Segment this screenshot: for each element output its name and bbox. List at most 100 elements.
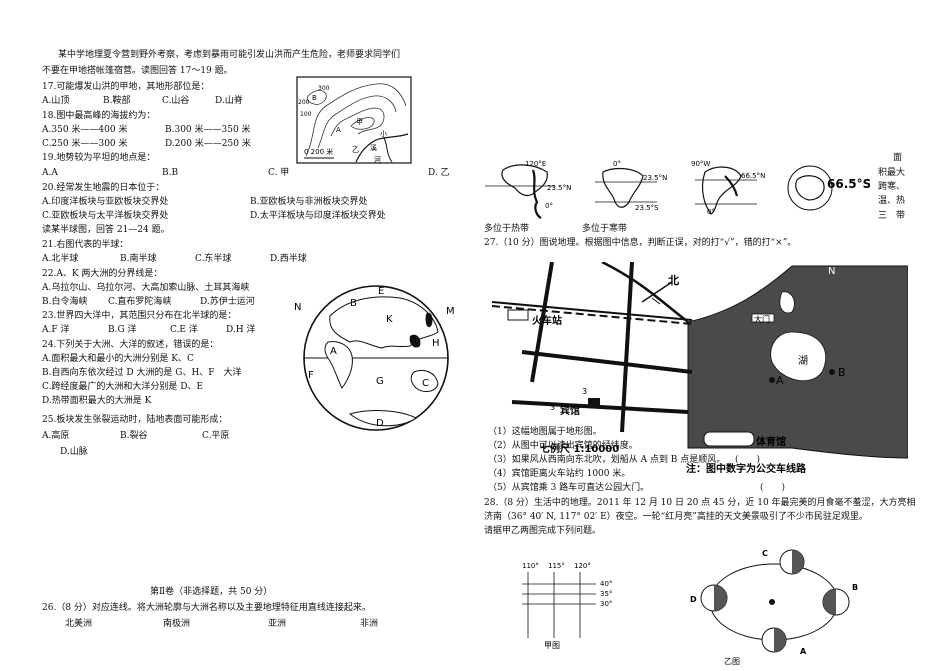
orbit-label-d: D — [690, 595, 697, 604]
q28-line-3: 请据甲乙两图完成下列问题。 — [484, 526, 602, 536]
globe-d — [700, 584, 728, 612]
q22-option-b: B.白令海峡 — [42, 297, 88, 307]
lbl-23-5s: 23.5°S — [635, 204, 659, 212]
grid-lat-40: 40° — [600, 580, 612, 588]
globe-b — [822, 588, 850, 616]
q27-item-2: （2）从图中可以读出宾馆的经纬度。 — [488, 441, 638, 451]
orbit-label-c: C — [762, 549, 768, 558]
q23-option-d: D.H 洋 — [226, 325, 256, 335]
q20-option-a: A.印度洋板块与亚欧板块交界处 — [42, 197, 169, 207]
lbl-90w: 90°W — [691, 160, 710, 168]
q22-option-c: C.直布罗陀海峡 — [108, 297, 172, 307]
contour-map: 300 200 100 甲 乙 B A 小 溪 河 0 200 米 — [296, 76, 412, 164]
q22: 22.A、K 两大洲的分界线是： — [42, 269, 163, 279]
lbl-0-a: 0° — [545, 202, 553, 210]
orbit-diagram: C B D A 乙图 — [690, 549, 858, 666]
q26: 26.（8 分）对应连线。将大洲轮廓与大洲名称以及主要地理特征用直线连接起来。 — [42, 603, 371, 613]
q26-name-asia: 亚洲 — [268, 619, 287, 629]
q21-option-d: D.西半球 — [270, 254, 307, 264]
lbl-23-5n-a: 23.5°N — [547, 184, 571, 192]
map-point-b: B — [838, 366, 846, 379]
contour-label: 300 200 100 甲 乙 B A 小 溪 河 — [298, 85, 387, 164]
q23-option-c: C.E 洋 — [170, 325, 198, 335]
q24-option-d: D.热带面积最大的大洲是 K — [42, 396, 152, 406]
map-point-a: A — [776, 374, 784, 387]
q25-option-a: A.高原 — [42, 431, 70, 441]
scale-label: 0 200 米 — [304, 147, 333, 156]
q18-option-c: C.250 米——300 米 — [42, 139, 128, 149]
point-a: A — [336, 126, 341, 134]
hemi-label-k: K — [386, 314, 393, 325]
river-label-2: 溪 — [370, 143, 377, 152]
hemi-label-f: F — [308, 370, 314, 381]
river-label-1: 小 — [380, 129, 387, 138]
contour-label-300: 300 — [318, 85, 330, 92]
hemi-label-d: D — [376, 418, 384, 429]
grid-lon-120: 120° — [574, 562, 591, 570]
q27-item-5-paren: ( ) — [760, 483, 786, 493]
grid-lon-115: 115° — [548, 562, 565, 570]
hemi-label-n: N — [294, 302, 301, 313]
map-hotel: 宾馆 — [560, 404, 580, 417]
lbl-120e: 120°E — [525, 160, 546, 168]
lbl-23-5n-b: 23.5°N — [643, 174, 667, 182]
river-label-3: 河 — [374, 156, 381, 164]
part-two-heading: 第Ⅱ卷（非选择题，共 50 分） — [150, 587, 273, 597]
q26-name-africa: 非洲 — [360, 619, 379, 629]
q28-line-1: 28.（8 分）生活中的地理。2011 年 12 月 10 日 20 点 45 … — [484, 498, 916, 508]
map-train-station: 火车站 — [532, 314, 562, 327]
lat-lon-grid: 110° 115° 120° 40° 35° 30° 甲图 — [522, 562, 612, 650]
lbl-0-c: 0° — [707, 208, 715, 216]
q25-option-d: D.山脉 — [60, 447, 88, 457]
q18: 18.图中最高峰的海拔约为： — [42, 111, 156, 121]
q17-option-b: B.鞍部 — [103, 96, 131, 106]
point-yi: 乙 — [352, 146, 359, 154]
map-lake: 湖 — [798, 355, 808, 367]
q23: 23.世界四大洋中，其范围只分布在北半球的是： — [42, 311, 237, 321]
q19-option-b: B.B — [162, 168, 179, 178]
hemi-label-e: E — [378, 286, 384, 297]
side-text-5: 三 带 — [878, 211, 906, 221]
outline-caption-tropics: 多位于热带 — [484, 224, 530, 234]
lbl-66-5n: 66.5°N — [741, 172, 765, 180]
q27-item-5: （5）从宾馆乘 3 路车可直达公园大门。 — [488, 483, 650, 493]
q21-option-c: C.东半球 — [195, 254, 232, 264]
orbit-caption: 乙图 — [724, 657, 740, 666]
globe-a — [761, 627, 787, 653]
q26-name-antarctica: 南极洲 — [163, 619, 191, 629]
q28-line-2: 济南（36° 40′ N, 117° 02′ E）夜空。一轮“红月亮”高挂的天文… — [484, 512, 868, 522]
q17: 17.可能爆发山洪的甲地，其地形部位是： — [42, 82, 210, 92]
q21-24-instruction: 读某半球图，回答 21—24 题。 — [42, 225, 170, 235]
q21-option-a: A.北半球 — [42, 254, 79, 264]
grid-lat-35: 35° — [600, 590, 612, 598]
q26-name-north-america: 北美洲 — [65, 619, 93, 629]
q19-option-c: C. 甲 — [268, 168, 290, 178]
contour-label-100: 100 — [300, 111, 312, 118]
globe-c — [779, 549, 805, 575]
q21-option-b: B.南半球 — [120, 254, 157, 264]
map-bus-route-2: 3 — [550, 403, 555, 412]
outline-caption-cold: 多位于寒带 — [582, 224, 628, 234]
q24-option-a: A.面积最大和最小的大洲分别是 K、C — [42, 354, 194, 364]
q27: 27.（10 分）图说地理。根据图中信息，判断正误，对的打“√”，错的打“×”。 — [484, 238, 797, 248]
grid-caption: 甲图 — [544, 641, 560, 650]
grid-lon-110: 110° — [522, 562, 539, 570]
map-gate: 大门 — [754, 314, 770, 324]
point-b: B — [312, 94, 317, 102]
q20-option-b: B.亚欧板块与非洲板块交界处 — [250, 197, 368, 207]
contour-label-200: 200 — [298, 99, 310, 106]
hemi-label-b: B — [350, 298, 357, 309]
orbit-label-b: B — [852, 583, 858, 592]
hemi-label-h: H — [432, 338, 440, 349]
q27-item-1: （1）这幅地图属于地形图。 — [488, 427, 602, 437]
lbl-0-b: 0° — [613, 160, 621, 168]
map-note: 注：图中数字为公交车线路 — [686, 462, 807, 475]
map-stadium: 体育馆 — [756, 435, 786, 448]
q24-option-b: B.自西向东依次经过 D 大洲的是 G、H、F 大洋 — [42, 368, 242, 378]
q18-option-d: D.200 米——250 米 — [165, 139, 251, 149]
side-text-1: 面 — [893, 153, 903, 163]
q19: 19.地势较为平坦的地点是： — [42, 153, 156, 163]
intro-line-1: 某中学地理夏令营到野外考察，考虑到暴雨可能引发山洪而产生危险，老师要求同学们 — [58, 50, 401, 60]
q20-option-d: D.太平洋板块与印度洋板块交界处 — [250, 211, 386, 221]
q21: 21.右图代表的半球： — [42, 240, 129, 250]
